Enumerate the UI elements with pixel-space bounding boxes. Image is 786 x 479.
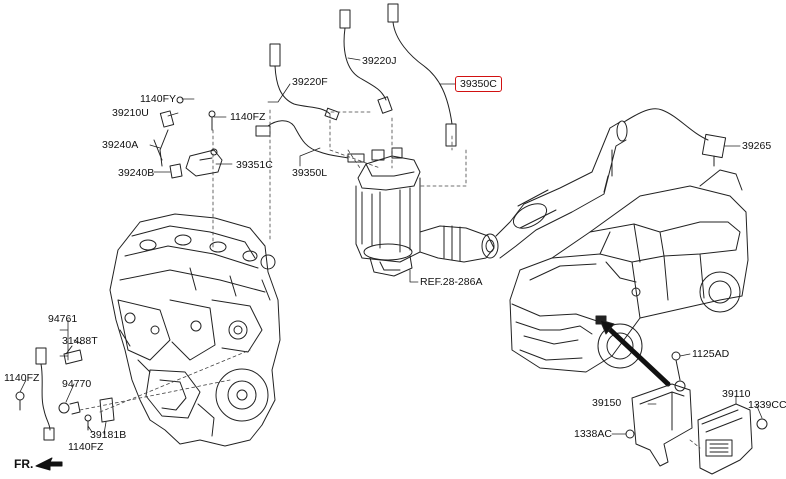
part-label-1125AD[interactable]: 1125AD — [692, 348, 730, 360]
part-label-1339CC[interactable]: 1339CC — [748, 399, 786, 411]
callout-arrow — [601, 321, 671, 387]
part-label-1140FZ-left[interactable]: 1140FZ — [4, 372, 40, 384]
ecu-drawing — [625, 351, 768, 475]
sensor-harnesses-drawing — [153, 3, 727, 179]
part-label-39350L[interactable]: 39350L — [292, 167, 328, 179]
part-label-39350C-highlighted[interactable]: 39350C — [455, 76, 502, 92]
front-direction-arrow — [35, 457, 63, 471]
knock-sensor-parts-drawing — [15, 345, 115, 441]
part-label-1140FZ-bottom[interactable]: 1140FZ — [68, 441, 104, 453]
part-label-39181B[interactable]: 39181B — [90, 429, 127, 441]
part-label-39150[interactable]: 39150 — [592, 397, 622, 409]
part-label-39240A[interactable]: 39240A — [102, 139, 139, 151]
vehicle-drawing — [509, 169, 749, 373]
part-label-94761[interactable]: 94761 — [48, 313, 78, 325]
part-label-39220J[interactable]: 39220J — [362, 55, 397, 67]
part-label-39220F[interactable]: 39220F — [292, 76, 328, 88]
part-label-1140FY[interactable]: 1140FY — [140, 93, 176, 105]
front-direction-label: FR. — [14, 457, 34, 471]
leader-lines — [19, 57, 763, 435]
part-label-31488T[interactable]: 31488T — [62, 335, 98, 347]
part-label-ref-28-286A[interactable]: REF.28-286A — [420, 276, 483, 288]
engine-block-drawing — [109, 213, 281, 447]
part-label-1338AC[interactable]: 1338AC — [574, 428, 612, 440]
part-label-94770[interactable]: 94770 — [62, 378, 92, 390]
catalytic-converter-drawing — [355, 120, 628, 277]
part-label-39351C[interactable]: 39351C — [236, 159, 273, 171]
part-label-1140FZ-top[interactable]: 1140FZ — [230, 111, 266, 123]
part-label-39210U[interactable]: 39210U — [112, 107, 149, 119]
part-label-39265[interactable]: 39265 — [742, 140, 772, 152]
dashed-relation-lines — [79, 109, 701, 449]
part-label-39240B[interactable]: 39240B — [118, 167, 155, 179]
part-label-39110[interactable]: 39110 — [722, 388, 751, 400]
